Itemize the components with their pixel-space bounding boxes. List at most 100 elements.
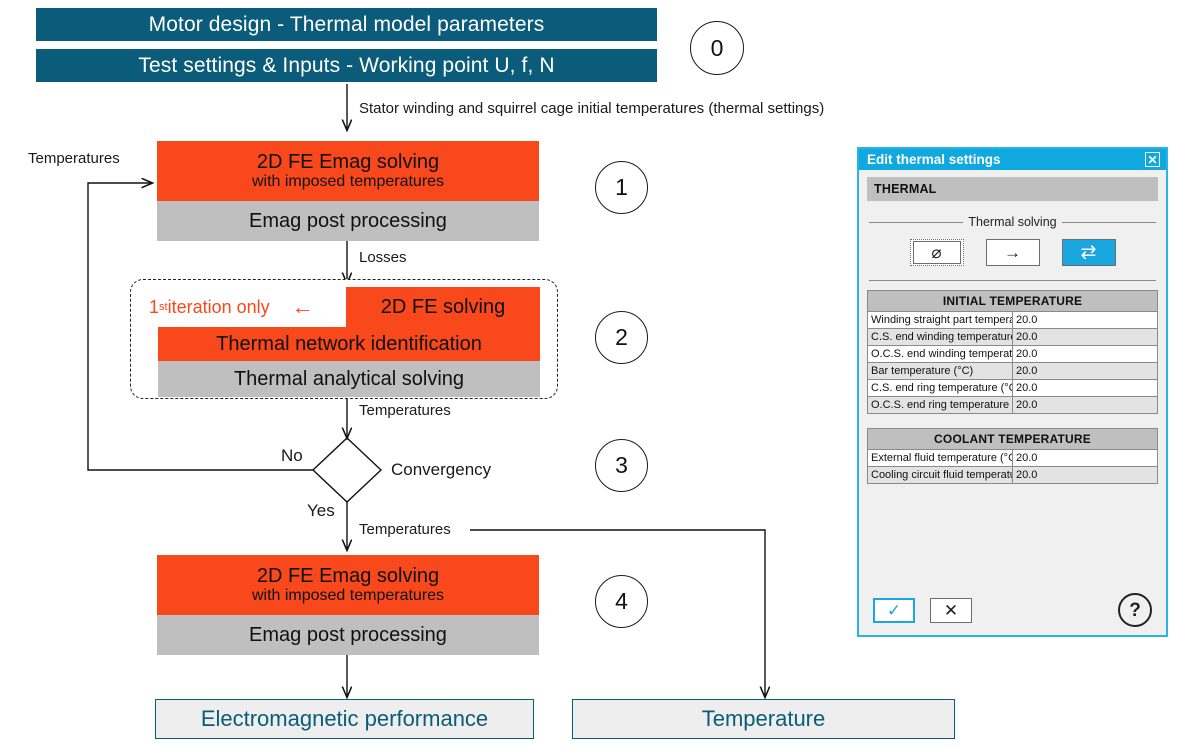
dialog-separator: [869, 280, 1156, 281]
row-label: Bar temperature (°C): [867, 362, 1013, 380]
result-label-temperature: Temperature: [701, 706, 826, 731]
step1-secondary-band: Emag post processing: [157, 201, 539, 241]
decision-label-no: No: [281, 446, 303, 465]
table-row[interactable]: C.S. end winding temperature (°C) 20.0: [867, 328, 1158, 346]
table-row[interactable]: O.C.S. end ring temperature (°C) 20.0: [867, 396, 1158, 414]
cancel-button[interactable]: ✕: [930, 597, 972, 623]
step2-middle-label: Thermal network identification: [216, 332, 482, 355]
row-label: C.S. end ring temperature (°C): [867, 379, 1013, 397]
row-label: External fluid temperature (°C): [867, 449, 1013, 467]
row-value[interactable]: 20.0: [1012, 379, 1158, 397]
row-value[interactable]: 20.0: [1012, 466, 1158, 484]
edge-label-temperatures-feedback: Temperatures: [28, 150, 120, 167]
help-button[interactable]: ?: [1118, 593, 1152, 627]
dialog-title-label: Edit thermal settings: [867, 152, 1001, 167]
fieldset-rule-right: [1061, 221, 1157, 223]
close-x-icon: ✕: [943, 600, 959, 620]
table-row[interactable]: External fluid temperature (°C) 20.0: [867, 449, 1158, 467]
decision-label-yes: Yes: [307, 501, 335, 520]
row-label: Cooling circuit fluid temperature (°C): [867, 466, 1013, 484]
edit-thermal-settings-dialog: Edit thermal settings ✕ THERMAL Thermal …: [857, 147, 1168, 637]
step-marker-1: 1: [595, 161, 648, 214]
step4-secondary-label: Emag post processing: [249, 623, 447, 646]
step-marker-4: 4: [595, 575, 648, 628]
step2-note-arrow-icon: ←: [291, 294, 314, 319]
edge-label-temperatures-step2: Temperatures: [359, 402, 451, 419]
toggle-one-way-coupling[interactable]: →: [985, 239, 1040, 266]
section-header-thermal: THERMAL: [867, 177, 1158, 201]
step4-group: 2D FE Emag solving with imposed temperat…: [157, 555, 539, 655]
result-box-temperature: Temperature: [572, 699, 955, 739]
arrow-right-icon: →: [1004, 242, 1021, 262]
step4-primary-line2: with imposed temperatures: [251, 587, 445, 605]
table-row[interactable]: Cooling circuit fluid temperature (°C) 2…: [867, 466, 1158, 484]
fieldset-rule-left: [869, 221, 964, 223]
fieldset-thermal-solving: Thermal solving: [869, 215, 1157, 229]
table-row[interactable]: Bar temperature (°C) 20.0: [867, 362, 1158, 380]
row-label: O.C.S. end winding temperature (°C): [867, 345, 1013, 363]
toggle-two-way-coupling[interactable]: ⇄: [1061, 239, 1116, 266]
step-marker-3-label: 3: [615, 452, 628, 478]
step2-primary-band: 2D FE solving: [346, 287, 540, 327]
edge-label-temperatures-yes: Temperatures: [359, 521, 451, 538]
row-value[interactable]: 20.0: [1012, 328, 1158, 346]
initial-temperature-header: INITIAL TEMPERATURE: [867, 290, 1158, 312]
dialog-footer: ✓ ✕ ?: [859, 593, 1166, 627]
top-bar-motor-design: Motor design - Thermal model parameters: [36, 8, 657, 41]
step1-primary-line2: with imposed temperatures: [251, 173, 445, 191]
thermal-solving-toggle-group: ⌀ → ⇄: [867, 239, 1158, 266]
step4-primary-line1: 2D FE Emag solving: [256, 564, 440, 587]
arrows-bidirectional-icon: ⇄: [1080, 242, 1097, 263]
step-marker-4-label: 4: [615, 588, 628, 614]
step2-secondary-label: Thermal analytical solving: [233, 367, 465, 390]
step-marker-2: 2: [595, 311, 648, 364]
top-bar-test-settings-label: Test settings & Inputs - Working point U…: [138, 53, 555, 77]
row-value[interactable]: 20.0: [1012, 362, 1158, 380]
dialog-body: THERMAL Thermal solving ⌀ → ⇄: [859, 170, 1166, 484]
check-icon: ✓: [886, 600, 902, 620]
edge-label-initial-temperatures: Stator winding and squirrel cage initial…: [359, 100, 825, 117]
top-bar-motor-design-label: Motor design - Thermal model parameters: [148, 12, 545, 36]
coolant-temperature-table: COOLANT TEMPERATURE External fluid tempe…: [867, 428, 1158, 484]
step-marker-0: 0: [690, 21, 744, 75]
step2-middle-band: Thermal network identification: [158, 327, 540, 361]
top-bar-test-settings: Test settings & Inputs - Working point U…: [36, 49, 657, 82]
step2-secondary-band: Thermal analytical solving: [158, 361, 540, 397]
row-value[interactable]: 20.0: [1012, 396, 1158, 414]
step1-group: 2D FE Emag solving with imposed temperat…: [157, 141, 539, 241]
close-icon[interactable]: ✕: [1145, 152, 1160, 167]
row-value[interactable]: 20.0: [1012, 311, 1158, 329]
table-row[interactable]: C.S. end ring temperature (°C) 20.0: [867, 379, 1158, 397]
step-marker-1-label: 1: [615, 174, 628, 200]
step-marker-0-label: 0: [710, 34, 724, 61]
edge-label-losses: Losses: [359, 249, 407, 266]
fieldset-thermal-solving-label: Thermal solving: [968, 215, 1057, 229]
step2-primary-label: 2D FE solving: [380, 295, 506, 318]
row-label: C.S. end winding temperature (°C): [867, 328, 1013, 346]
step1-primary-line1: 2D FE Emag solving: [256, 150, 440, 173]
initial-temperature-table: INITIAL TEMPERATURE Winding straight par…: [867, 290, 1158, 414]
step1-primary-band: 2D FE Emag solving with imposed temperat…: [157, 141, 539, 201]
step4-secondary-band: Emag post processing: [157, 615, 539, 655]
step4-primary-band: 2D FE Emag solving with imposed temperat…: [157, 555, 539, 615]
row-label: O.C.S. end ring temperature (°C): [867, 396, 1013, 414]
step-marker-2-label: 2: [615, 324, 628, 350]
ok-button[interactable]: ✓: [873, 597, 915, 623]
decision-label: Convergency: [391, 460, 492, 479]
table-row[interactable]: Winding straight part temperature (°C) 2…: [867, 311, 1158, 329]
result-box-electromagnetic-performance: Electromagnetic performance: [155, 699, 534, 739]
row-value[interactable]: 20.0: [1012, 449, 1158, 467]
row-value[interactable]: 20.0: [1012, 345, 1158, 363]
result-label-electromagnetic-performance: Electromagnetic performance: [200, 706, 489, 731]
table-row[interactable]: O.C.S. end winding temperature (°C) 20.0: [867, 345, 1158, 363]
step1-secondary-label: Emag post processing: [249, 209, 447, 232]
row-label: Winding straight part temperature (°C): [867, 311, 1013, 329]
no-thermal-icon: ⌀: [912, 241, 961, 264]
toggle-no-thermal[interactable]: ⌀: [909, 239, 964, 266]
question-mark-icon: ?: [1129, 599, 1141, 621]
step-marker-3: 3: [595, 439, 648, 492]
